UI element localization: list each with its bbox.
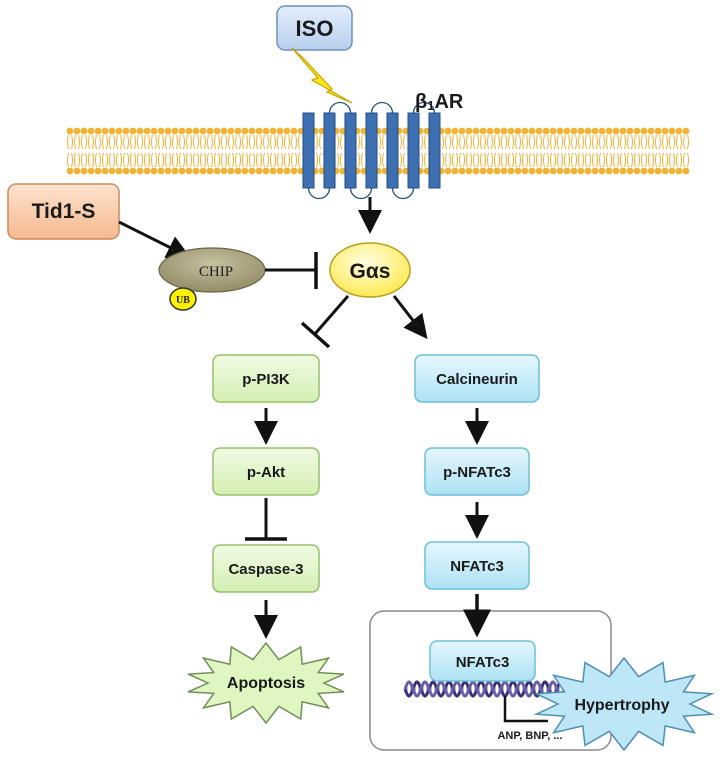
p-nfatc3-box: p-NFATc3 <box>424 447 530 496</box>
gas-inhibits-pi3k <box>300 295 350 349</box>
right-pathway: Calcineurin p-NFATc3 NFATc3 NFATc3 ANP, … <box>369 354 715 752</box>
pi3k-box: p-PI3K <box>212 354 320 403</box>
ub-label: UB <box>176 295 190 306</box>
target-genes-label: ANP, BNP, ... <box>497 730 562 742</box>
left-pathway: p-PI3K p-Akt Caspase-3 Apoptosis <box>187 354 345 725</box>
tid1s-to-chip-arrow <box>118 220 192 259</box>
akt-label: p-Akt <box>247 464 285 481</box>
gas-protein: Gαs <box>329 242 411 298</box>
lightning-bolt-icon <box>291 47 353 104</box>
hypertrophy-burst: Hypertrophy <box>533 656 715 752</box>
receptor-label: β1AR <box>415 91 464 113</box>
apoptosis-label: Apoptosis <box>227 675 305 692</box>
gas-to-calcineurin-arrow <box>392 295 428 340</box>
akt-box: p-Akt <box>212 447 320 496</box>
cell-membrane <box>66 127 690 175</box>
tid1s-box: Tid1-S <box>7 183 120 240</box>
nuclear-nfatc3-label: NFATc3 <box>456 654 510 671</box>
chip-inhibits-gas <box>265 252 318 289</box>
iso-label: ISO <box>296 16 334 41</box>
apoptosis-burst: Apoptosis <box>187 641 345 725</box>
p-nfatc3-label: p-NFATc3 <box>443 464 511 481</box>
calcineurin-box: Calcineurin <box>414 354 540 403</box>
chip-protein: CHIP <box>158 247 266 293</box>
nuclear-nfatc3-box: NFATc3 <box>429 640 536 682</box>
caspase3-box: Caspase-3 <box>212 544 320 593</box>
hypertrophy-label: Hypertrophy <box>574 697 669 714</box>
tid1s-label: Tid1-S <box>32 200 96 223</box>
chip-label: CHIP <box>199 264 233 280</box>
iso-box: ISO <box>276 5 353 51</box>
nfatc3-label: NFATc3 <box>450 558 504 575</box>
caspase3-label: Caspase-3 <box>228 561 303 578</box>
gas-label: Gαs <box>350 260 391 283</box>
beta1-adrenergic-receptor <box>302 101 441 200</box>
dna-helix <box>403 680 567 698</box>
nfatc3-box: NFATc3 <box>424 541 530 590</box>
calcineurin-label: Calcineurin <box>436 371 518 388</box>
pi3k-label: p-PI3K <box>242 371 290 388</box>
transcription-bracket <box>503 696 548 723</box>
akt-inhibits-caspase3 <box>245 498 287 541</box>
ubiquitin-tag: UB <box>169 287 197 311</box>
